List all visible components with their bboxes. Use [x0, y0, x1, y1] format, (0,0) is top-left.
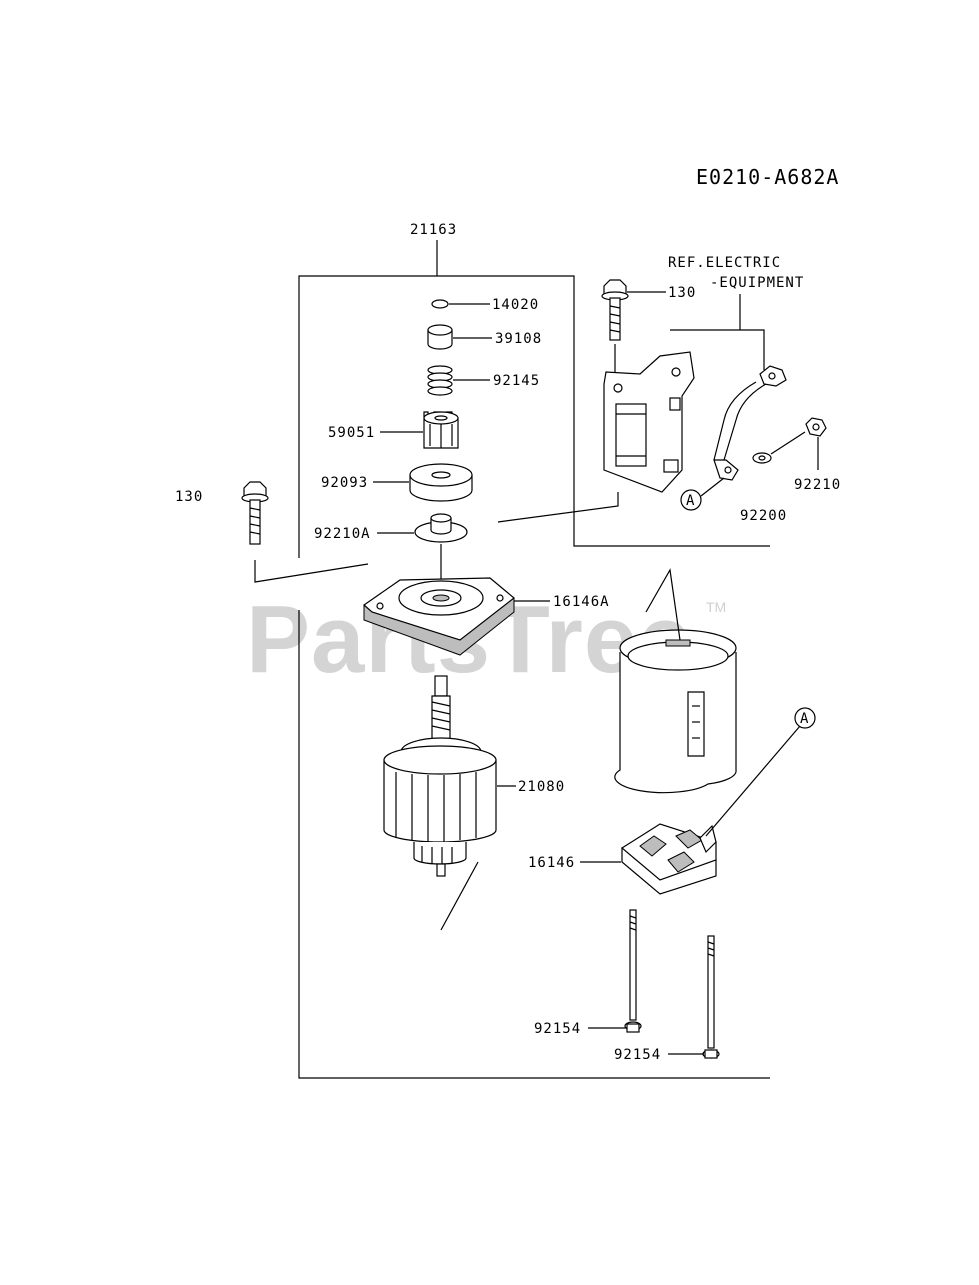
label-92154-b[interactable]: 92154: [614, 1047, 661, 1063]
part-59051-pinion-gear[interactable]: [380, 411, 459, 449]
label-130-left[interactable]: 130: [175, 489, 203, 505]
label-92145[interactable]: 92145: [493, 373, 540, 389]
label-39108[interactable]: 39108: [495, 331, 542, 347]
ref-electric-leader: [670, 329, 765, 370]
part-92093-spacer[interactable]: [373, 463, 473, 502]
part-92154-long-bolt[interactable]: [668, 935, 720, 1059]
part-92200-lead-wire[interactable]: [700, 365, 787, 497]
label-92093[interactable]: 92093: [321, 475, 368, 491]
part-92154-short-bolt[interactable]: [588, 909, 642, 1033]
label-16146A[interactable]: 16146A: [553, 594, 610, 610]
label-92210A[interactable]: 92210A: [314, 526, 371, 542]
part-92210A-nut[interactable]: [377, 513, 468, 543]
callout-a-lower[interactable]: A: [794, 707, 816, 729]
diagram-code: E0210-A682A: [696, 165, 839, 189]
callout-a-upper-letter: A: [686, 493, 695, 509]
part-yoke-housing[interactable]: [614, 568, 737, 794]
part-39108-collar[interactable]: [427, 324, 492, 350]
ref-electric-line1: REF.ELECTRIC: [668, 255, 781, 271]
callout-a-upper[interactable]: A: [680, 489, 702, 511]
callout-a-lower-letter: A: [800, 711, 809, 727]
label-59051[interactable]: 59051: [328, 425, 375, 441]
label-92210[interactable]: 92210: [794, 477, 841, 493]
label-21163[interactable]: 21163: [410, 222, 457, 238]
label-130-right[interactable]: 130: [668, 285, 696, 301]
part-relay-bracket[interactable]: [497, 351, 695, 523]
trademark-text: TM: [706, 599, 726, 615]
part-92145-spring[interactable]: [427, 365, 490, 396]
label-21080[interactable]: 21080: [518, 779, 565, 795]
part-14020-washer[interactable]: [431, 299, 490, 309]
label-16146[interactable]: 16146: [528, 855, 575, 871]
part-130-left-bolt[interactable]: [241, 481, 369, 583]
label-14020[interactable]: 14020: [492, 297, 539, 313]
part-21080-armature[interactable]: [383, 675, 516, 931]
assembly-bracket: [298, 240, 770, 1079]
ref-electric-line2: -EQUIPMENT: [710, 275, 804, 291]
part-16146A-end-cover[interactable]: [363, 544, 550, 656]
label-92154-a[interactable]: 92154: [534, 1021, 581, 1037]
label-92200[interactable]: 92200: [740, 508, 787, 524]
part-16146-brush-holder[interactable]: [580, 725, 801, 895]
part-92210-nut[interactable]: [752, 417, 827, 470]
part-130-right-bolt[interactable]: [601, 279, 666, 380]
